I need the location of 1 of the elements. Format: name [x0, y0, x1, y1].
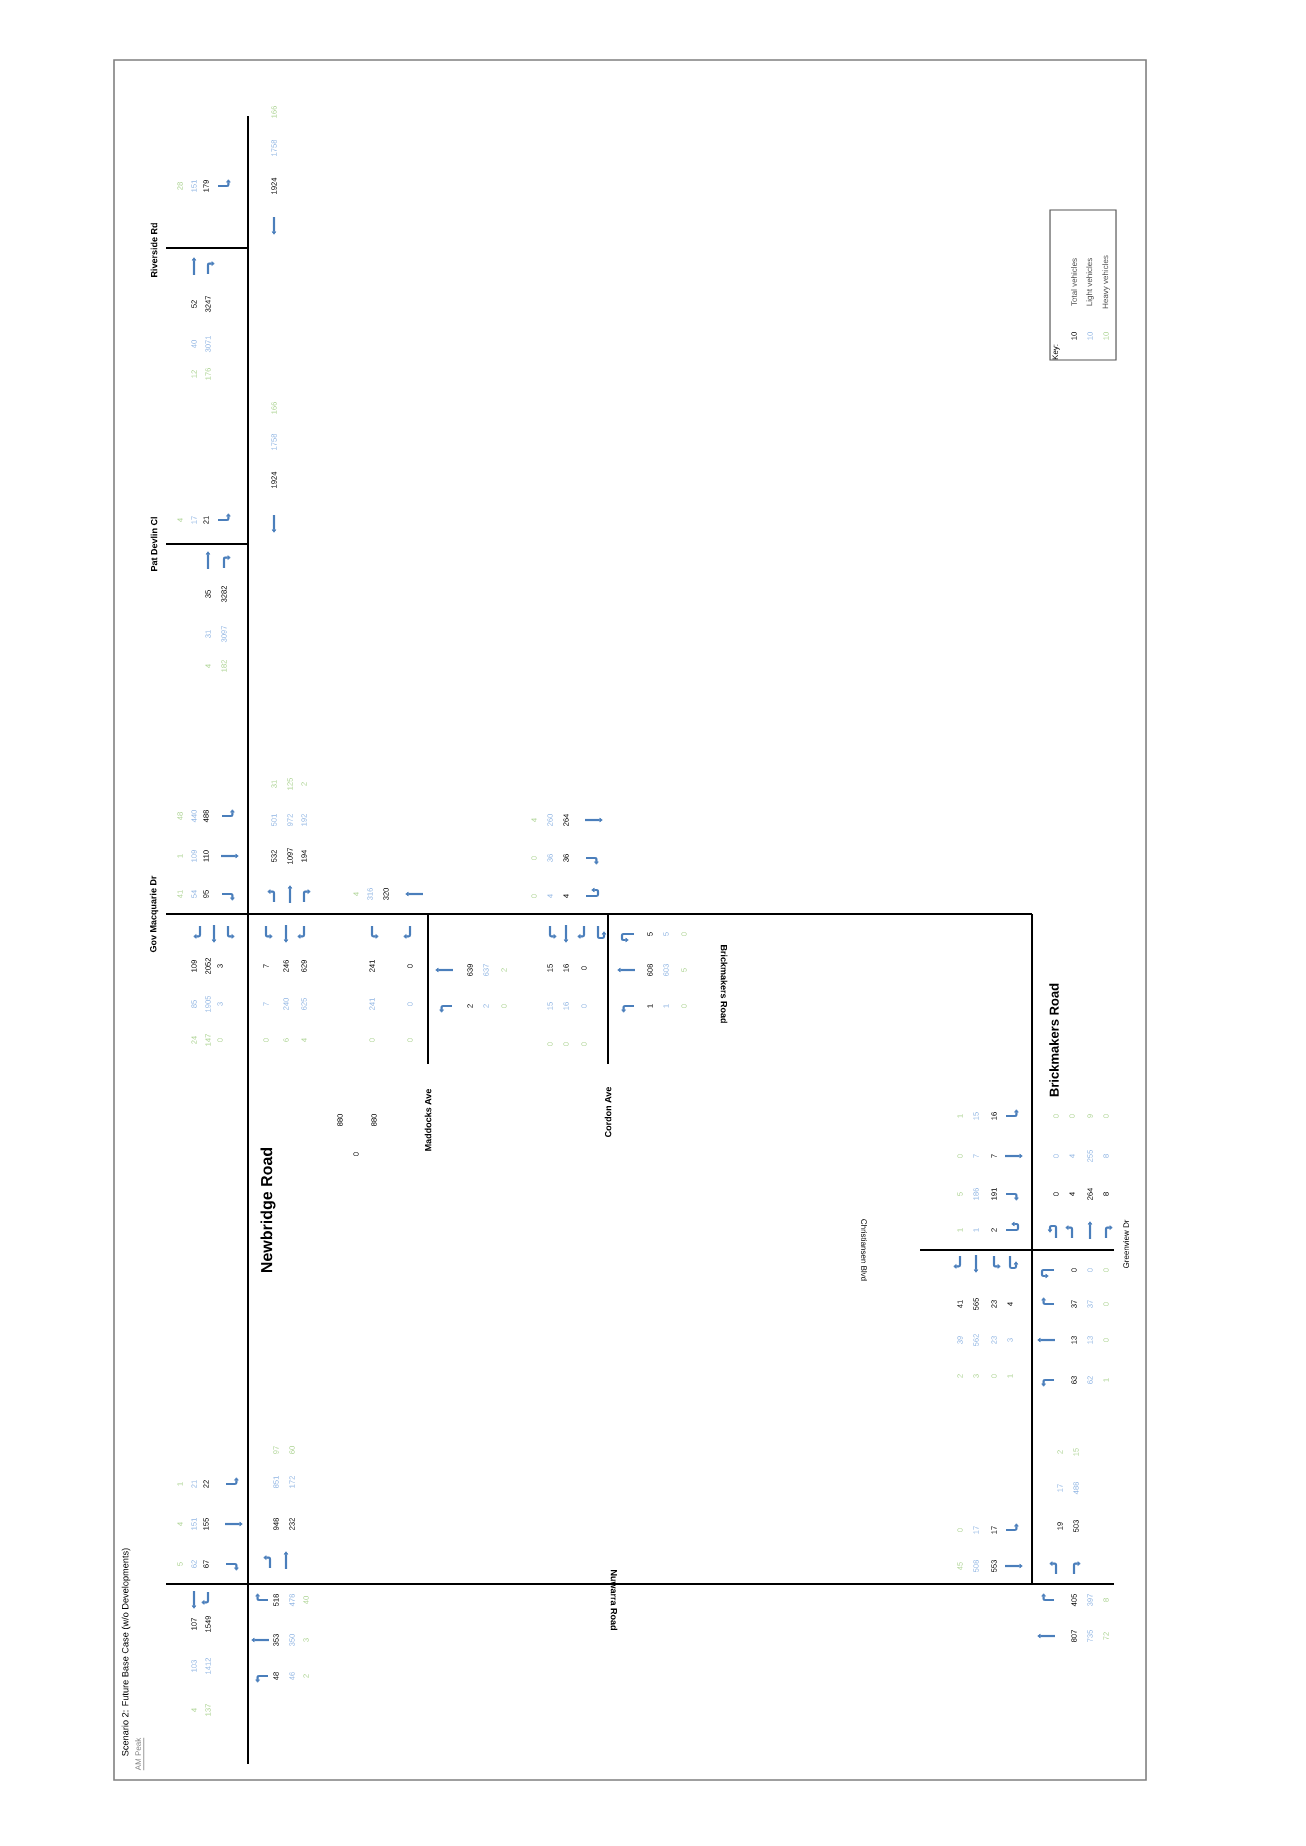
road-name: Newbridge Road [260, 1147, 276, 1273]
